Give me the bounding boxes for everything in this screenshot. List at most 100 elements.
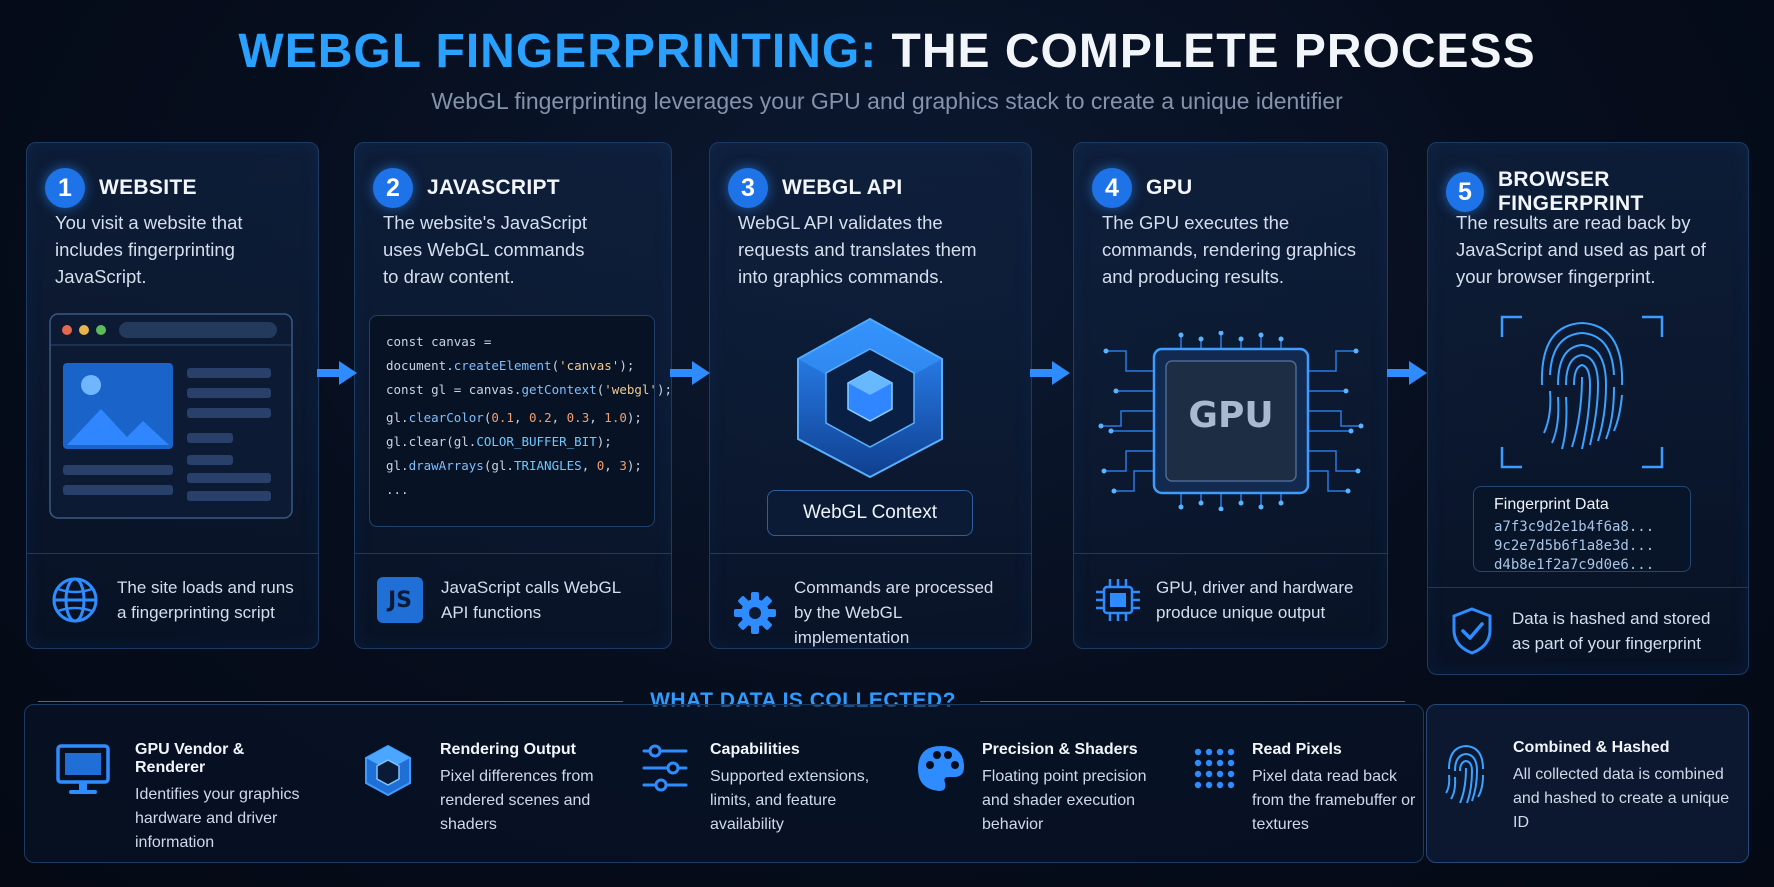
step-description: The GPU executes the commands, rendering…: [1102, 212, 1356, 287]
title-highlight: WEBGL FINGERPRINTING:: [238, 25, 878, 78]
collected-item-title: GPU Vendor & Renderer: [135, 741, 245, 776]
fingerprint-hash: 9c2e7d5b6f1a8e3d...: [1494, 538, 1655, 554]
chip-icon: [1096, 579, 1140, 621]
card-divider: [1074, 553, 1387, 554]
sliders-icon: [642, 744, 688, 792]
code-line: gl.drawArrays(gl.TRIANGLES, 0, 3);: [386, 458, 642, 473]
collected-item-text: Pixel data read back from the framebuffe…: [1252, 768, 1416, 833]
card-divider: [710, 553, 1031, 554]
collected-item: Capabilities Supported extensions, limit…: [710, 741, 885, 837]
step-header: 1 WEBSITE: [45, 168, 197, 208]
flow-arrow-icon: [1387, 361, 1427, 385]
fingerprint-hash: a7f3c9d2e1b4f6a8...: [1494, 519, 1655, 535]
step-title: WEBSITE: [99, 176, 197, 199]
combined-title: Combined & Hashed: [1513, 739, 1670, 756]
step-title: BROWSER FINGERPRINT: [1497, 168, 1644, 215]
step-title: WEBGL API: [782, 176, 903, 199]
fingerprint-data-label: Fingerprint Data: [1494, 496, 1609, 513]
step-footer-text: Data is hashed and stored as part of you…: [1512, 609, 1711, 653]
code-snippet: const canvas = document.createElement('c…: [369, 315, 673, 527]
step-number-badge: 4: [1092, 168, 1132, 208]
title-rest: THE COMPLETE PROCESS: [891, 25, 1536, 78]
collected-item-title: Capabilities: [710, 741, 800, 758]
step-card-webgl-api: 3 WEBGL API WebGL API validates the requ…: [709, 142, 1032, 649]
step-description: WebGL API validates the requests and tra…: [738, 212, 977, 287]
flow-arrow-icon: [670, 361, 710, 385]
browser-window-illustration: [49, 313, 293, 519]
step-footer-text: The site loads and runs a fingerprinting…: [117, 578, 294, 622]
step-card-website: 1 WEBSITE You visit a website that inclu…: [26, 142, 319, 649]
gpu-chip-illustration: [1098, 331, 1364, 511]
step-number-badge: 2: [373, 168, 413, 208]
section-divider-left: [38, 701, 623, 702]
step-card-browser-fingerprint: 5 BROWSER FINGERPRINT The results are re…: [1427, 142, 1749, 675]
step-footer: GPU, driver and hardware produce unique …: [1096, 575, 1366, 625]
collected-item-text: Supported extensions, limits, and featur…: [710, 768, 870, 833]
step-header: 4 GPU: [1092, 168, 1192, 208]
step-footer: JS JavaScript calls WebGL API functions: [377, 575, 631, 625]
card-divider: [1428, 587, 1748, 588]
monitor-icon: [56, 744, 110, 794]
code-line: ...: [386, 482, 409, 497]
step-number-badge: 5: [1446, 172, 1484, 212]
collected-item-title: Read Pixels: [1252, 741, 1342, 758]
collected-item-text: Pixel differences from rendered scenes a…: [440, 768, 594, 833]
step-footer: Commands are processed by the WebGL impl…: [732, 575, 1014, 650]
combined-text: All collected data is combined and hashe…: [1513, 766, 1730, 831]
shield-check-icon: [1452, 607, 1492, 655]
pixel-grid-icon: [1194, 748, 1235, 789]
collected-item: Read Pixels Pixel data read back from th…: [1252, 741, 1417, 837]
js-icon: JS: [377, 577, 423, 623]
step-number-badge: 1: [45, 168, 85, 208]
step-footer: Data is hashed and stored as part of you…: [1450, 606, 1712, 656]
code-line: gl.clearColor(0.1, 0.2, 0.3, 1.0);: [386, 410, 642, 425]
page-subtitle: WebGL fingerprinting leverages your GPU …: [431, 88, 1343, 114]
card-divider: [355, 553, 671, 554]
code-line: document.createElement('canvas');: [386, 358, 635, 373]
step-footer: The site loads and runs a fingerprinting…: [49, 575, 297, 625]
globe-icon: [52, 577, 98, 623]
card-divider: [27, 553, 318, 554]
collected-item: Rendering Output Pixel differences from …: [440, 741, 610, 837]
step-header: 3 WEBGL API: [728, 168, 903, 208]
combined-hashed-panel: Combined & Hashed All collected data is …: [1426, 704, 1749, 863]
code-line: gl.clear(gl.COLOR_BUFFER_BIT);: [386, 434, 612, 449]
step-number-badge: 3: [728, 168, 768, 208]
webgl-context-label: WebGL Context: [767, 490, 973, 536]
flow-arrow-icon: [317, 361, 357, 385]
step-description: The website's JavaScript uses WebGL comm…: [383, 212, 588, 287]
collected-item-title: Precision & Shaders: [982, 741, 1138, 758]
collected-item-text: Floating point precision and shader exec…: [982, 768, 1147, 833]
collected-data-panel: GPU Vendor & Renderer Identifies your gr…: [24, 704, 1424, 863]
step-title: JAVASCRIPT: [427, 176, 560, 199]
step-header: 2 JAVASCRIPT: [373, 168, 560, 208]
fingerprint-hash: d4b8e1f2a7c9d0e6...: [1494, 557, 1655, 573]
step-card-gpu: 4 GPU The GPU executes the commands, ren…: [1073, 142, 1388, 649]
step-footer-text: JavaScript calls WebGL API functions: [441, 578, 621, 622]
collected-item: Precision & Shaders Floating point preci…: [982, 741, 1157, 837]
step-footer-text: Commands are processed by the WebGL impl…: [794, 578, 994, 647]
section-divider-right: [980, 701, 1405, 702]
collected-item: GPU Vendor & Renderer Identifies your gr…: [135, 741, 315, 855]
palette-icon: [918, 746, 964, 791]
combined-item: Combined & Hashed All collected data is …: [1513, 739, 1733, 835]
collected-item-text: Identifies your graphics hardware and dr…: [135, 786, 300, 851]
fingerprint-icon: [1445, 744, 1484, 804]
step-header: 5 BROWSER FINGERPRINT: [1446, 168, 1748, 216]
step-card-javascript: 2 JAVASCRIPT The website's JavaScript us…: [354, 142, 672, 649]
gpu-chip-label: GPU: [1188, 395, 1274, 436]
fingerprint-scan-illustration: [1500, 315, 1664, 469]
step-description: You visit a website that includes finger…: [55, 212, 243, 287]
step-footer-text: GPU, driver and hardware produce unique …: [1156, 578, 1354, 622]
cube-illustration: [797, 317, 943, 479]
step-description: The results are read back by JavaScript …: [1456, 212, 1706, 287]
collected-item-title: Rendering Output: [440, 741, 576, 758]
code-line: const gl = canvas.getContext('webgl');: [386, 382, 673, 397]
step-title: GPU: [1146, 176, 1193, 199]
page-title: WEBGL FINGERPRINTING: THE COMPLETE PROCE…: [0, 24, 1774, 79]
cube-icon: [365, 744, 411, 797]
code-line: const canvas =: [386, 334, 492, 349]
fingerprint-data-box: Fingerprint Data a7f3c9d2e1b4f6a8... 9c2…: [1473, 486, 1691, 573]
flow-arrow-icon: [1030, 361, 1070, 385]
gear-icon: [734, 591, 776, 634]
